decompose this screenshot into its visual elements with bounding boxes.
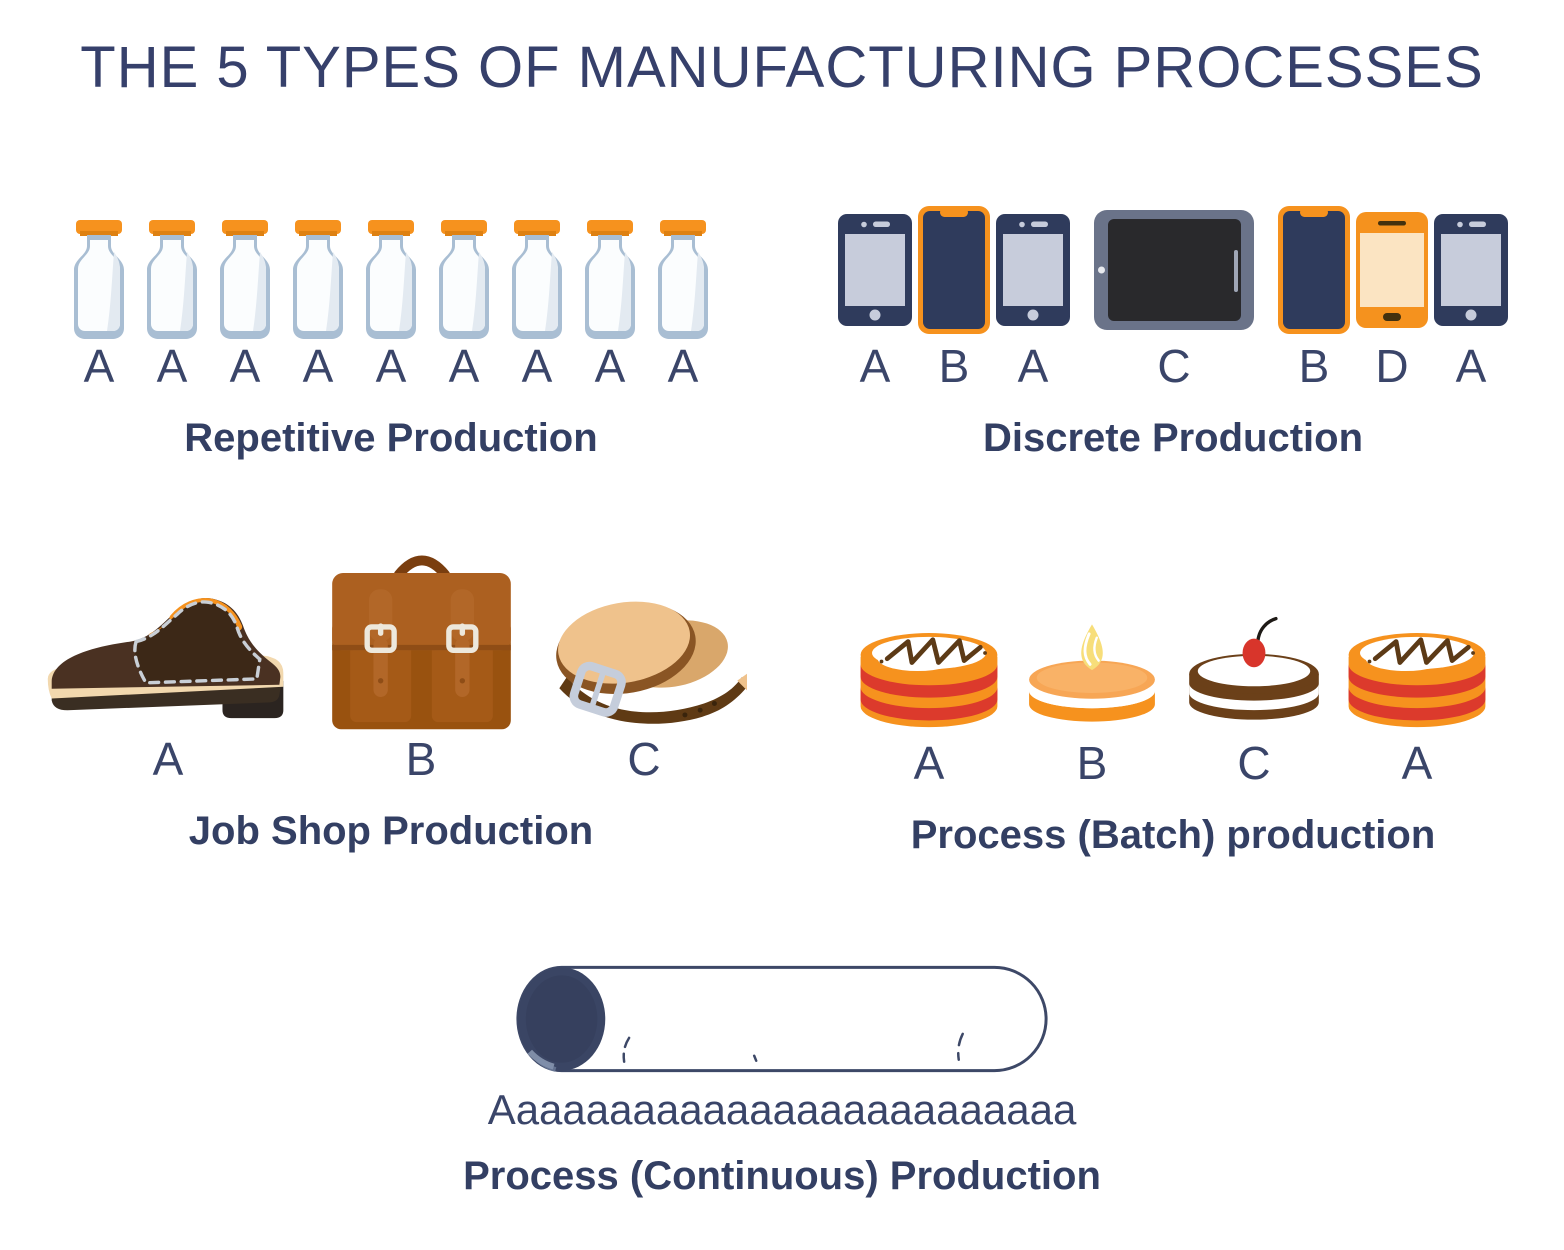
item-label: B <box>405 733 437 785</box>
cake-cream-item: B <box>1017 535 1167 787</box>
section-job-shop-production: A B C Job Shop Production <box>0 535 782 854</box>
section-label-repetitive: Repetitive Production <box>184 416 598 461</box>
briefcase-icon <box>325 535 518 733</box>
item-label: A <box>302 340 334 392</box>
section-label-job-shop: Job Shop Production <box>188 809 594 854</box>
phone-basic-icon <box>996 200 1070 340</box>
section-continuous-production: Aaaaaaaaaaaaaaaaaaaaaaaaa Process (Conti… <box>0 958 1564 1199</box>
cake-drizzle-item: A <box>853 535 1005 787</box>
item-label: C <box>627 733 661 785</box>
milk-bottle-icon <box>429 200 499 340</box>
item-label: A <box>521 340 553 392</box>
item-label: A <box>1455 340 1487 392</box>
cake-drizzle-icon <box>1341 535 1493 737</box>
item-label: A <box>156 340 188 392</box>
milk-bottle-row: A A A A A A A <box>64 200 718 390</box>
milk-bottle-item: A <box>356 200 426 390</box>
item-label: C <box>1157 340 1191 392</box>
cake-cherry-icon <box>1179 535 1329 737</box>
cake-drizzle-icon <box>853 535 1005 737</box>
cake-cherry-item: C <box>1179 535 1329 787</box>
pipe-row: Aaaaaaaaaaaaaaaaaaaaaaaaa <box>487 958 1077 1133</box>
milk-bottle-item: A <box>429 200 499 390</box>
tablet-icon <box>1094 200 1254 340</box>
item-label: A <box>594 340 626 392</box>
milk-bottle-item: A <box>137 200 207 390</box>
milk-bottle-item: A <box>210 200 280 390</box>
phone-basic-item: A <box>838 200 912 390</box>
item-label: C <box>1237 737 1271 789</box>
milk-bottle-icon <box>575 200 645 340</box>
item-label: B <box>938 340 970 392</box>
pipe-icon <box>504 958 1060 1076</box>
section-label-discrete: Discrete Production <box>982 416 1364 461</box>
section-batch-production: A B C A Process (Batch) production <box>782 535 1564 858</box>
phone-orange-icon <box>1356 200 1428 340</box>
section-discrete-production: A B A C B D A Discrete Production <box>782 200 1564 461</box>
section-label-batch: Process (Batch) production <box>910 813 1436 858</box>
item-label: A <box>1401 737 1433 789</box>
cake-cream-icon <box>1017 535 1167 737</box>
item-label: B <box>1298 340 1330 392</box>
item-label: A <box>913 737 945 789</box>
milk-bottle-icon <box>356 200 426 340</box>
phone-basic-item: A <box>996 200 1070 390</box>
phone-notch-icon <box>918 200 990 340</box>
item-label: A <box>1017 340 1049 392</box>
item-label: Aaaaaaaaaaaaaaaaaaaaaaaaa <box>487 1086 1077 1133</box>
milk-bottle-icon <box>283 200 353 340</box>
tablet-item: C <box>1094 200 1254 390</box>
briefcase-item: B <box>325 535 518 783</box>
phone-basic-item: A <box>1434 200 1508 390</box>
phone-notch-item: B <box>1278 200 1350 390</box>
device-row: A B A C B D A <box>838 200 1508 390</box>
shoe-item: A <box>36 535 301 783</box>
leather-goods-row: A B C <box>36 535 747 783</box>
phone-basic-icon <box>1434 200 1508 340</box>
section-label-continuous: Process (Continuous) Production <box>463 1154 1101 1199</box>
item-label: A <box>152 733 184 785</box>
belt-icon <box>542 535 747 733</box>
milk-bottle-item: A <box>502 200 572 390</box>
phone-notch-icon <box>1278 200 1350 340</box>
milk-bottle-item: A <box>64 200 134 390</box>
milk-bottle-icon <box>64 200 134 340</box>
item-label: A <box>448 340 480 392</box>
item-label: A <box>83 340 115 392</box>
phone-notch-item: B <box>918 200 990 390</box>
milk-bottle-item: A <box>648 200 718 390</box>
item-label: A <box>859 340 891 392</box>
pipe-item: Aaaaaaaaaaaaaaaaaaaaaaaaa <box>487 958 1077 1133</box>
item-label: A <box>667 340 699 392</box>
phone-basic-icon <box>838 200 912 340</box>
belt-item: C <box>542 535 747 783</box>
item-label: A <box>375 340 407 392</box>
cake-row: A B C A <box>853 535 1493 787</box>
cake-drizzle-item: A <box>1341 535 1493 787</box>
phone-orange-item: D <box>1356 200 1428 390</box>
milk-bottle-icon <box>210 200 280 340</box>
milk-bottle-item: A <box>283 200 353 390</box>
item-label: B <box>1076 737 1108 789</box>
section-repetitive-production: A A A A A A A <box>0 200 782 461</box>
item-label: D <box>1375 340 1409 392</box>
shoe-icon <box>36 535 301 733</box>
milk-bottle-item: A <box>575 200 645 390</box>
infographic-title: THE 5 TYPES OF MANUFACTURING PROCESSES <box>80 35 1484 100</box>
item-label: A <box>229 340 261 392</box>
milk-bottle-icon <box>502 200 572 340</box>
milk-bottle-icon <box>648 200 718 340</box>
milk-bottle-icon <box>137 200 207 340</box>
